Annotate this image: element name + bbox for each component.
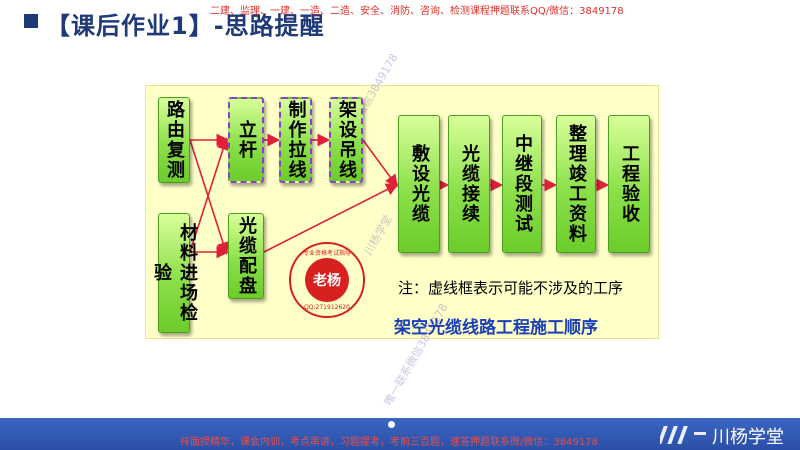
diagram-subtitle: 架空光缆线路工程施工顺序 bbox=[394, 318, 598, 338]
box-lay-cable: 敷设光缆 bbox=[398, 115, 440, 253]
box-cable-splice: 光缆接续 bbox=[448, 115, 490, 253]
box-acceptance: 工程验收 bbox=[608, 115, 650, 253]
box-suspension-wire: 架设吊线 bbox=[329, 97, 363, 183]
page-title: 【课后作业1】-思路提醒 bbox=[46, 12, 325, 40]
box-materials: 材料进场检验 bbox=[151, 213, 198, 333]
brand-name: 川杨学堂 bbox=[712, 427, 784, 448]
box-completion-docs: 整理竣工资料 bbox=[556, 115, 596, 253]
stamp-top-text: 专业资格考试指导 bbox=[302, 250, 351, 257]
footer-dot bbox=[388, 421, 395, 428]
top-watermark: 二建、监理、一建、一造、二造、安全、消防、咨询、检测课程押题联系QQ/微信：38… bbox=[210, 6, 624, 17]
seal-stamp: 专业资格考试指导 老杨 QQ:271912620 bbox=[289, 242, 365, 318]
brand-logo-icon bbox=[660, 426, 706, 444]
box-pole: 立杆 bbox=[228, 97, 264, 183]
footer-text: 祥面授精华，课会内训，考点串讲，习题提考，考前三百题，速答押题联系微/微信：38… bbox=[180, 437, 598, 448]
box-guy-wire: 制作拉线 bbox=[279, 97, 312, 183]
dashed-box-note: 注：虚线框表示可能不涉及的工序 bbox=[398, 279, 624, 297]
arrow-materials-to-pole bbox=[189, 136, 230, 253]
stamp-center: 老杨 bbox=[305, 258, 349, 302]
footer-bar bbox=[0, 418, 800, 450]
arrow-suspension-to-lay bbox=[362, 139, 398, 188]
box-cable-distribution: 光缆配盘 bbox=[228, 213, 264, 299]
stamp-bottom-text: QQ:271912620 bbox=[304, 304, 350, 311]
arrow-cabledist-to-lay bbox=[263, 183, 399, 253]
box-road-survey: 路由复测 bbox=[158, 97, 190, 183]
box-relay-test: 中继段测试 bbox=[502, 115, 542, 253]
title-bullet bbox=[24, 14, 38, 28]
